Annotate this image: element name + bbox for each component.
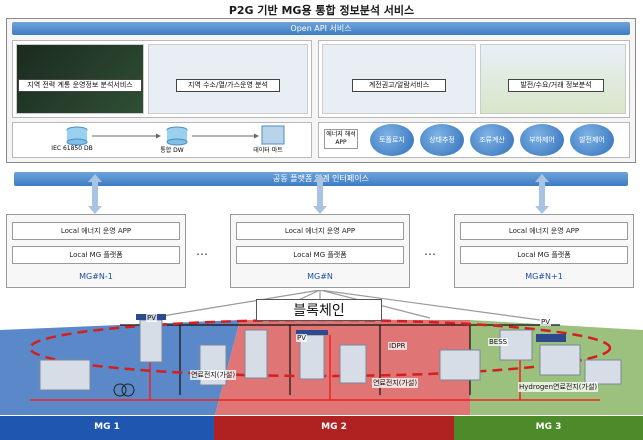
energy-app-label: 에너지 해석 APP — [324, 129, 358, 149]
ellipsis: … — [424, 244, 436, 258]
app-circle-load-control: 부하제어 — [520, 124, 564, 156]
service-caption: 지역 전력 계통 운영정보 분석서비스 — [18, 79, 142, 92]
db-label-mart: 데이터 마트 — [253, 147, 283, 154]
service-caption: 지역 수소/열/가스운영 분석 — [176, 79, 280, 92]
link-arrows — [88, 174, 549, 214]
open-api-bar: Open API 서비스 — [12, 22, 630, 35]
app-circle-gen-control: 발전제어 — [570, 124, 614, 156]
blockchain-label: 블록체인 — [256, 299, 382, 321]
band-mg1: MG 1 — [0, 416, 214, 440]
bess-label: BESS — [488, 338, 509, 346]
hydrogen-fuel-cell-label: Hydrogen연료전지(가설) — [518, 382, 599, 392]
database-icons — [66, 125, 285, 146]
page-title: P2G 기반 MG용 통합 정보분석 서비스 — [228, 4, 415, 17]
local-app-box: Local 에너지 운영 APP — [12, 222, 180, 240]
service-caption: 발전/수요/거래 정보분석 — [508, 79, 604, 92]
local-app-box: Local 에너지 운영 APP — [460, 222, 628, 240]
band-mg2: MG 2 — [214, 416, 454, 440]
local-platform-box: Local MG 플랫폼 — [460, 246, 628, 264]
pv-label: PV — [146, 314, 158, 322]
service-caption: 계전권고/알람서비스 — [352, 79, 446, 92]
pv-label: PV — [296, 334, 308, 342]
band-mg3: MG 3 — [454, 416, 643, 440]
local-platform-box: Local MG 플랫폼 — [236, 246, 404, 264]
db-label-iec: IEC 61850 DB — [51, 145, 93, 152]
pv-label: PV — [540, 318, 552, 326]
fuel-cell-label: 연료전지(가설) — [190, 370, 237, 380]
mg-node-label: MG#N-1 — [79, 272, 113, 281]
fuel-cell-label: 연료전지(가설) — [372, 378, 419, 388]
ellipsis: … — [196, 244, 208, 258]
app-circle-topology: 토폴로지 — [370, 124, 414, 156]
idpr-label: IDPR — [388, 342, 407, 350]
app-circle-power-flow: 조류계산 — [470, 124, 514, 156]
mg-node-label: MG#N+1 — [525, 272, 563, 281]
app-circle-state-estimation: 상태추정 — [420, 124, 464, 156]
local-platform-box: Local MG 플랫폼 — [12, 246, 180, 264]
local-app-box: Local 에너지 운영 APP — [236, 222, 404, 240]
mg-node-label: MG#N — [307, 272, 333, 281]
db-label-dw: 통합 DW — [160, 147, 184, 154]
